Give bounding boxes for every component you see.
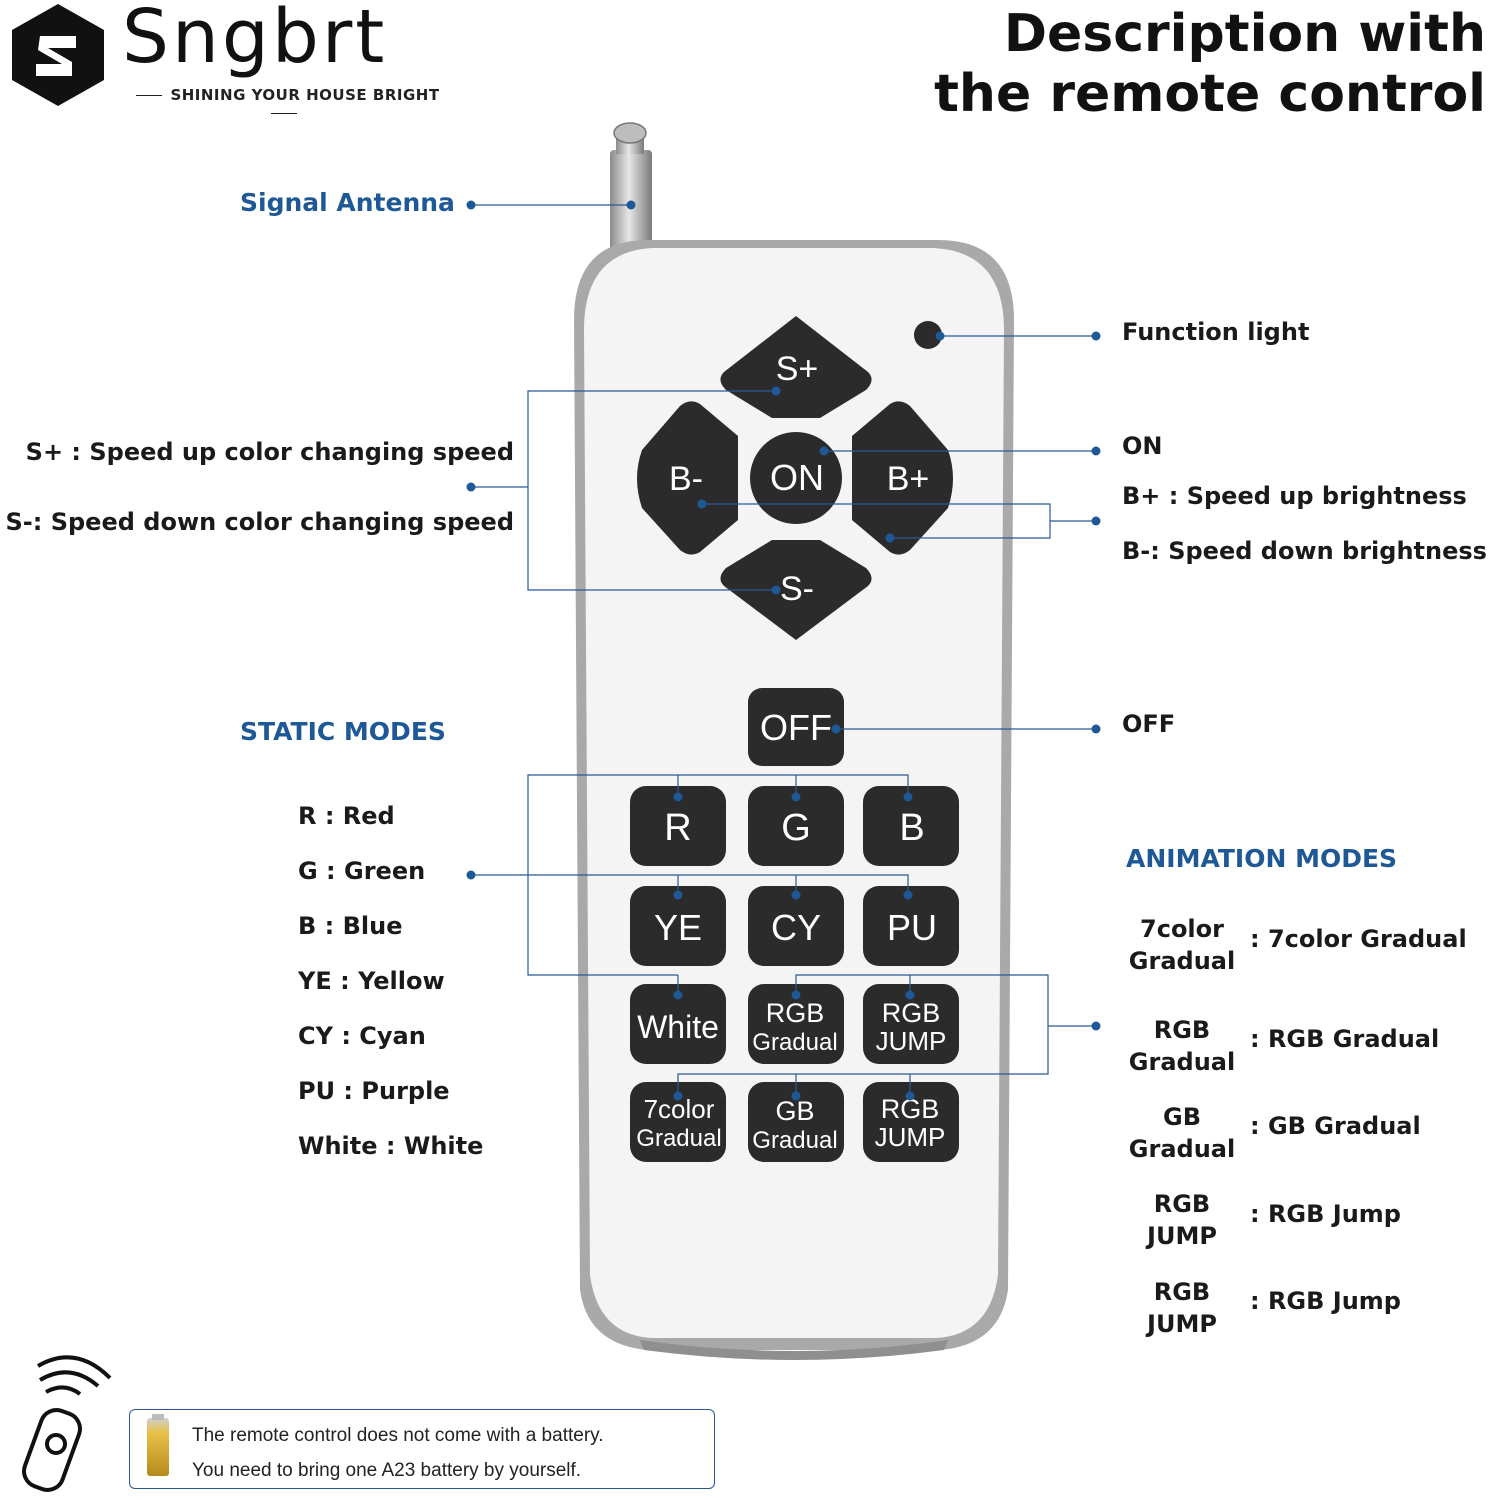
cy-label: CY (771, 907, 821, 948)
s-minus-button[interactable] (720, 540, 872, 640)
animation-mode-desc: : RGB Jump (1250, 1287, 1401, 1315)
callout-dots (466, 200, 1101, 1101)
s-plus-label: S+ (776, 350, 819, 388)
static-mode-item: CY : Cyan (298, 1022, 426, 1050)
rgb-jump-button[interactable] (863, 984, 959, 1064)
animation-mode-desc: : 7color Gradual (1250, 925, 1467, 953)
animation-modes-title: ANIMATION MODES (1126, 844, 1398, 873)
animation-mode-name-line-2: Gradual (1128, 1048, 1236, 1076)
on-label: ON (770, 457, 824, 498)
g-label: G (781, 807, 811, 849)
page-title: Description with the remote control (934, 4, 1486, 124)
speed-up-label: S+ : Speed up color changing speed (25, 438, 514, 466)
gb-gradual-label-2: Gradual (752, 1127, 837, 1154)
static-mode-item: G : Green (298, 857, 426, 885)
battery-note: The remote control does not come with a … (129, 1409, 715, 1489)
animation-mode-name-line-1: RGB (1153, 1190, 1211, 1218)
function-light-label: Function light (1122, 318, 1310, 346)
white-button[interactable] (630, 984, 726, 1064)
off-label: OFF (760, 707, 832, 748)
animation-mode-name: RGB JUMP (1122, 1276, 1242, 1340)
brand-tagline: SHINING YOUR HOUSE BRIGHT (124, 86, 444, 122)
static-mode-item: YE : Yellow (298, 967, 445, 995)
animation-mode-name: GB Gradual (1122, 1101, 1242, 1165)
animation-mode-name-line-2: Gradual (1128, 1135, 1236, 1163)
b-button[interactable] (863, 786, 959, 866)
animation-mode-name-line-1: 7color (1140, 915, 1224, 943)
animation-mode-name-line-2: JUMP (1147, 1310, 1217, 1338)
rgb-jump-label-1: RGB (882, 998, 941, 1028)
rgb-gradual-label-2: Gradual (752, 1029, 837, 1056)
b-minus-label: B- (669, 460, 703, 498)
animation-mode-name-line-2: JUMP (1147, 1222, 1217, 1250)
static-mode-item: White : White (298, 1132, 484, 1160)
animation-mode-name-line-1: RGB (1153, 1278, 1211, 1306)
animation-mode-name-line-1: GB (1163, 1103, 1201, 1131)
brand-logo-icon (12, 4, 104, 106)
animation-mode-name: RGB JUMP (1122, 1188, 1242, 1252)
s-plus-button[interactable] (720, 316, 872, 418)
r-label: R (664, 807, 691, 849)
page-title-line-2: the remote control (934, 64, 1486, 124)
cy-button[interactable] (748, 886, 844, 966)
rgb-gradual-button[interactable] (748, 984, 844, 1064)
b-plus-label: B+ (887, 460, 930, 498)
static-mode-item: R : Red (298, 802, 395, 830)
b-minus-button[interactable] (637, 401, 738, 555)
battery-icon (147, 1414, 169, 1476)
on-label-callout: ON (1122, 432, 1163, 460)
c7-gradual-label-2: Gradual (636, 1125, 721, 1152)
callout-lines (471, 204, 1096, 1096)
on-button[interactable] (750, 432, 842, 524)
animation-mode-name: 7color Gradual (1122, 913, 1242, 977)
rgb-gradual-label-1: RGB (766, 998, 825, 1028)
white-label: White (637, 1009, 719, 1045)
animation-mode-name-line-2: Gradual (1128, 947, 1236, 975)
battery-note-line-2: You need to bring one A23 battery by you… (192, 1460, 582, 1481)
off-button[interactable] (748, 688, 844, 766)
g-button[interactable] (748, 786, 844, 866)
animation-mode-desc: : GB Gradual (1250, 1112, 1421, 1140)
antenna-label: Signal Antenna (240, 188, 455, 217)
animation-mode-desc: : RGB Gradual (1250, 1025, 1440, 1053)
off-label-callout: OFF (1122, 710, 1176, 738)
page-title-line-1: Description with (1003, 4, 1486, 64)
gb-gradual-label-1: GB (775, 1096, 814, 1126)
rgb-jump-label-2: JUMP (876, 1026, 947, 1056)
battery-note-line-1: The remote control does not come with a … (192, 1425, 604, 1446)
brightness-down-label: B-: Speed down brightness (1122, 537, 1487, 565)
c7-gradual-button[interactable] (630, 1082, 726, 1162)
animation-mode-name: RGB Gradual (1122, 1014, 1242, 1078)
function-light-icon (914, 321, 942, 349)
brand-name: Sngbrt (122, 0, 388, 80)
mode-button-grid (630, 786, 959, 1162)
static-mode-item: PU : Purple (298, 1077, 450, 1105)
remote-signal-icon (22, 1355, 112, 1492)
b-plus-button[interactable] (852, 401, 953, 555)
ye-button[interactable] (630, 886, 726, 966)
ye-label: YE (654, 907, 702, 948)
r-button[interactable] (630, 786, 726, 866)
b-label: B (899, 807, 924, 849)
speed-down-label: S-: Speed down color changing speed (5, 508, 514, 536)
battery-note-text: The remote control does not come with a … (192, 1418, 604, 1488)
brightness-up-label: B+ : Speed up brightness (1122, 482, 1467, 510)
static-mode-item: B : Blue (298, 912, 403, 940)
rgb-jump2-label-2: JUMP (875, 1122, 946, 1152)
rgb-jump2-button[interactable] (863, 1082, 959, 1162)
pu-button[interactable] (863, 886, 959, 966)
animation-mode-desc: : RGB Jump (1250, 1200, 1401, 1228)
gb-gradual-button[interactable] (748, 1082, 844, 1162)
s-minus-label: S- (780, 570, 814, 608)
animation-mode-name-line-1: RGB (1153, 1016, 1211, 1044)
pu-label: PU (887, 907, 937, 948)
static-modes-title: STATIC MODES (240, 717, 446, 746)
